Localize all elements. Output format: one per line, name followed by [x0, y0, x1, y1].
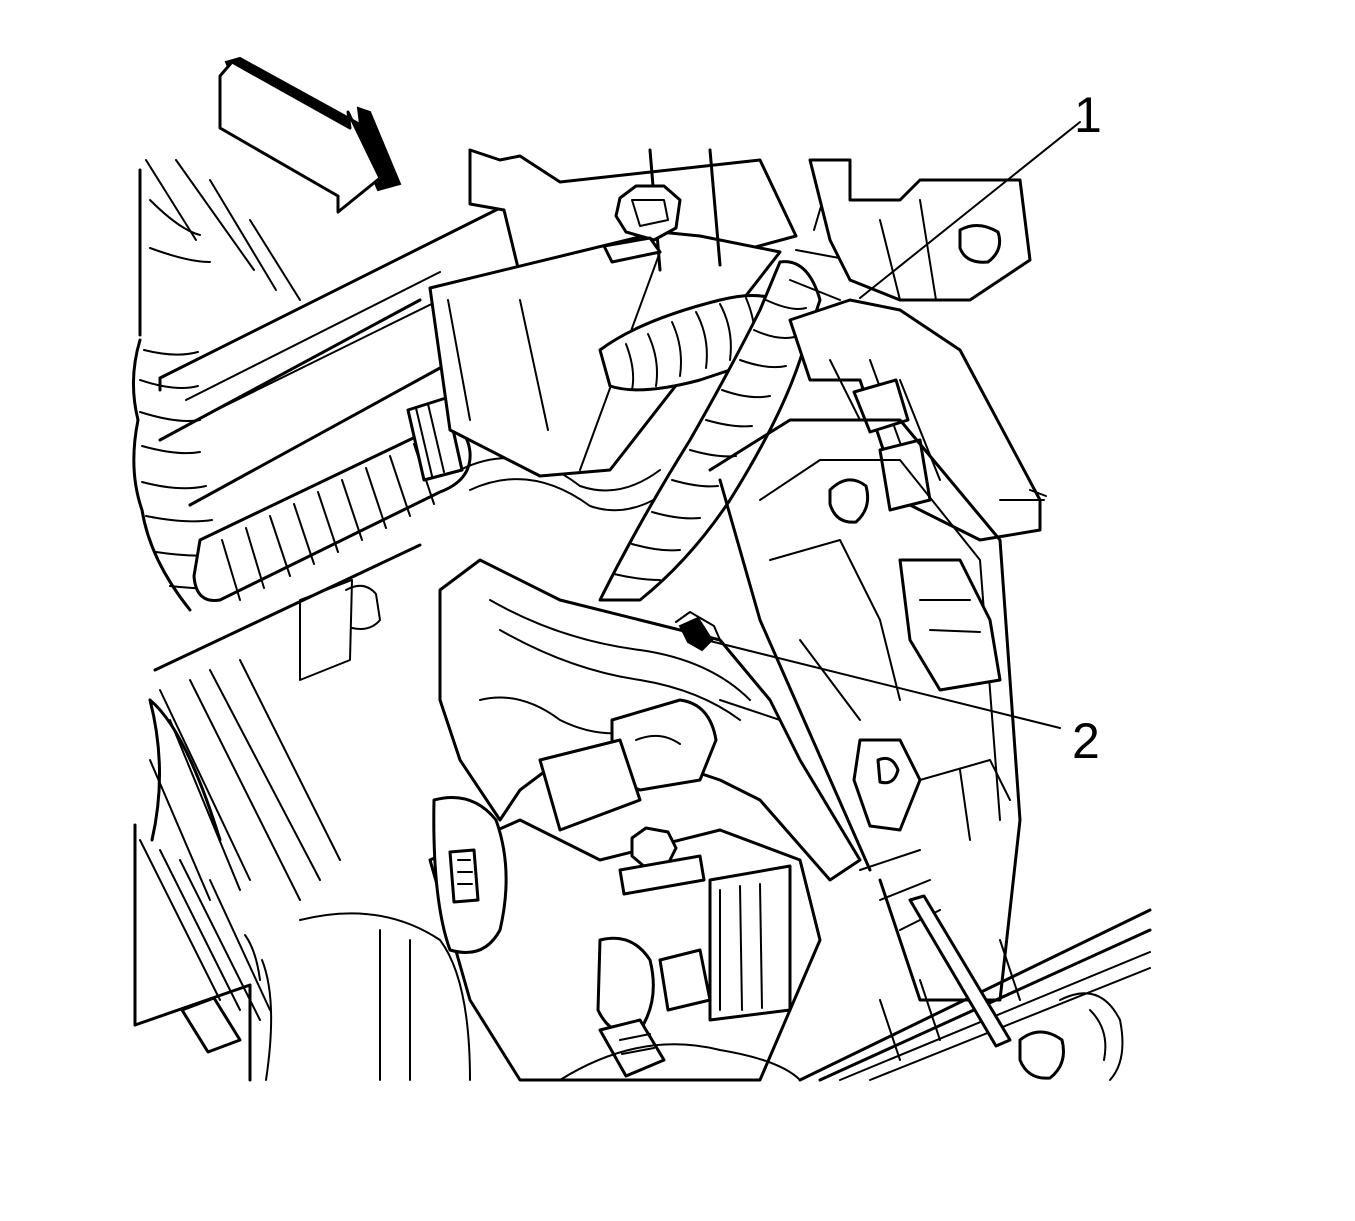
callout-leaders	[705, 121, 1081, 729]
view-direction-arrow-icon	[218, 56, 402, 214]
brake-switch-stem	[675, 611, 721, 652]
callout-leader-2	[705, 639, 1061, 729]
callout-number-1: 1	[1074, 87, 1102, 143]
lower-right-rods	[798, 894, 1152, 1082]
callout-leader-1	[859, 121, 1081, 299]
steering-column-background	[132, 159, 502, 1082]
pedal-support-frame	[708, 418, 1022, 1002]
lower-mounting-bracket	[299, 796, 822, 1082]
brake-pedal-arm	[438, 558, 862, 882]
callout-number-2: 2	[1072, 713, 1100, 769]
wiring-conduit	[598, 175, 851, 602]
